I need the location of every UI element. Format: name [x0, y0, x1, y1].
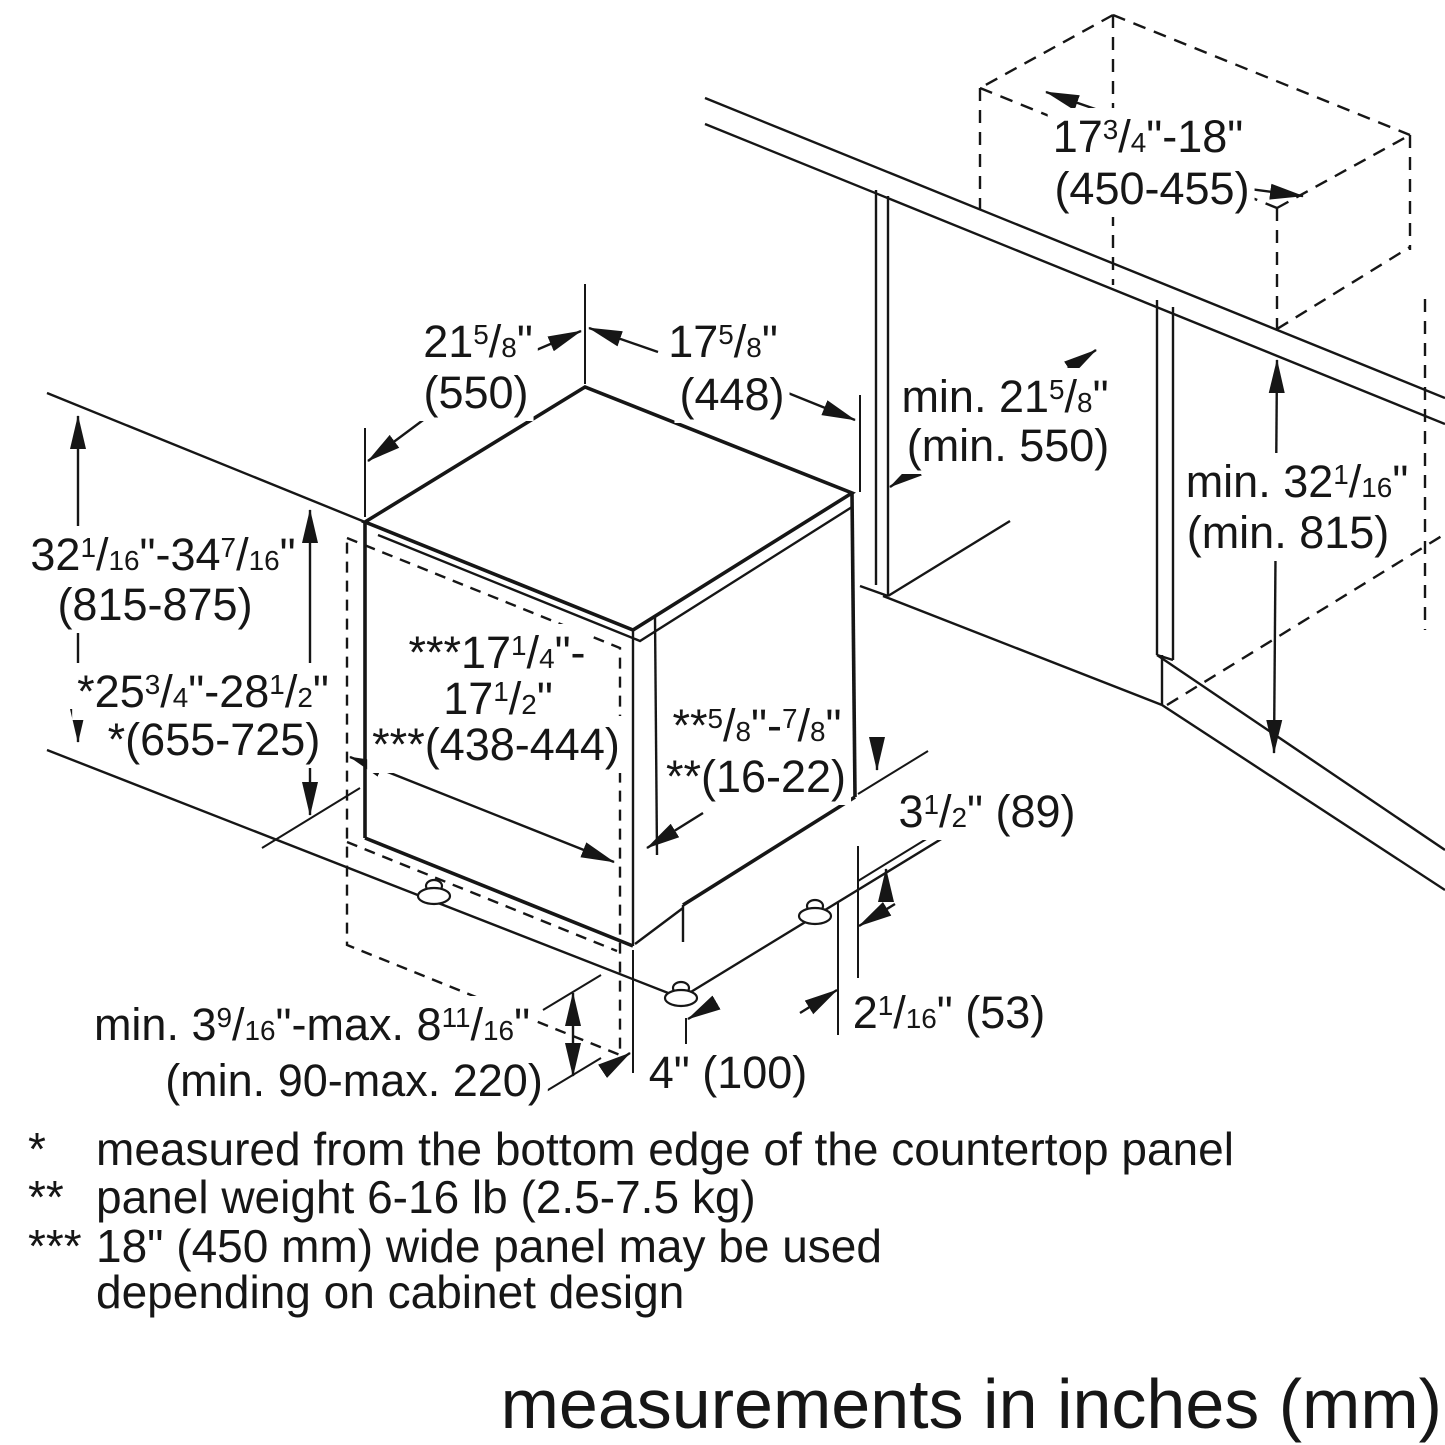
countertop-lines — [46, 96, 1445, 524]
dim-panel-width-inches-b: 171/2" — [443, 673, 553, 724]
floor-lines — [46, 748, 1011, 1000]
label-backing — [418, 313, 538, 370]
label-backing — [1047, 108, 1249, 165]
label-backing — [25, 526, 301, 583]
label-backing — [418, 364, 534, 421]
dim-dw-depth-mm: (550) — [423, 367, 528, 418]
extension-and-tick-lines — [261, 284, 929, 1094]
foot-rear-right — [797, 898, 833, 926]
lower-cabinet-dashed-lines — [1166, 299, 1445, 707]
label-backing — [88, 996, 536, 1053]
dim-panel-width-inches-a: ***171/4"- — [408, 627, 585, 678]
dim-foot-inset: 4" (100) — [649, 1047, 808, 1098]
dim-panel-height-inches: *253/4"-281/2" — [77, 666, 329, 717]
footnote-2-marker: ** — [28, 1171, 64, 1223]
dim-toekick-height: 31/2" (89) — [898, 786, 1075, 837]
dim-counter-height-inches: 321/16"-347/16" — [30, 529, 295, 580]
dim-toekick-depth: 21/16" (53) — [853, 987, 1046, 1038]
dim-niche-height-inches: min. 321/16" — [1186, 456, 1409, 507]
foot-front-left — [416, 878, 452, 906]
label-backing — [667, 697, 847, 754]
dim-panel-width-mm: ***(438-444) — [372, 719, 620, 770]
footnote-3-text-cont: depending on cabinet design — [96, 1266, 684, 1318]
label-backing — [660, 748, 852, 805]
foot-front-right — [663, 980, 699, 1008]
dim-counter-height-mm: (815-875) — [57, 579, 252, 630]
label-backing — [901, 417, 1115, 474]
leveling-feet — [416, 878, 833, 1008]
label-backing — [1180, 453, 1414, 510]
dim-dw-width-inches: 175/8" — [668, 316, 778, 367]
label-backing — [102, 711, 326, 768]
label-backing — [674, 366, 790, 423]
dim-panel-thickness-inches: **5/8"-7/8" — [672, 700, 841, 751]
label-backing — [1181, 504, 1395, 561]
label-backing — [643, 1044, 813, 1101]
dim-leg-range-inches: min. 39/16"-max. 811/16" — [94, 999, 530, 1050]
diagram-title: measurements in inches (mm) — [501, 1365, 1442, 1443]
label-backing — [52, 576, 258, 633]
dim-dw-depth-inches: 215/8" — [423, 316, 533, 367]
footnote-1-text: measured from the bottom edge of the cou… — [96, 1123, 1234, 1175]
footnote-3-marker: *** — [28, 1220, 82, 1272]
right-cabinet-niche — [859, 190, 1445, 892]
label-backing — [847, 984, 1051, 1041]
dim-cabinet-width-mm: (450-455) — [1054, 163, 1249, 214]
dim-niche-height-mm: (min. 815) — [1187, 507, 1390, 558]
label-backing — [160, 1052, 548, 1109]
footnote-1-marker: * — [28, 1123, 46, 1175]
dim-cabinet-width-inches: 173/4"-18" — [1053, 111, 1244, 162]
dim-niche-depth-mm: (min. 550) — [907, 420, 1110, 471]
dim-panel-height-mm: *(655-725) — [108, 714, 321, 765]
footnote-2-text: panel weight 6-16 lb (2.5-7.5 kg) — [96, 1171, 756, 1223]
dim-dw-width-mm: (448) — [679, 369, 784, 420]
label-backing — [72, 663, 334, 720]
label-backing — [1049, 160, 1255, 217]
dim-panel-thickness-mm: **(16-22) — [666, 751, 846, 802]
footnote-3-text: 18" (450 mm) wide panel may be used — [96, 1220, 882, 1272]
dim-leg-range-mm: (min. 90-max. 220) — [165, 1055, 543, 1106]
label-backing — [893, 783, 1081, 840]
dimension-labels: 173/4"-18" (450-455) 215/8" (550) 175/8"… — [25, 108, 1414, 1109]
label-backing — [663, 313, 783, 370]
label-backing — [367, 716, 625, 773]
dim-niche-depth-inches: min. 215/8" — [901, 371, 1108, 422]
label-backing — [896, 368, 1114, 425]
dimension-arrows — [70, 90, 1304, 1078]
footnotes: * measured from the bottom edge of the c… — [28, 1123, 1234, 1318]
